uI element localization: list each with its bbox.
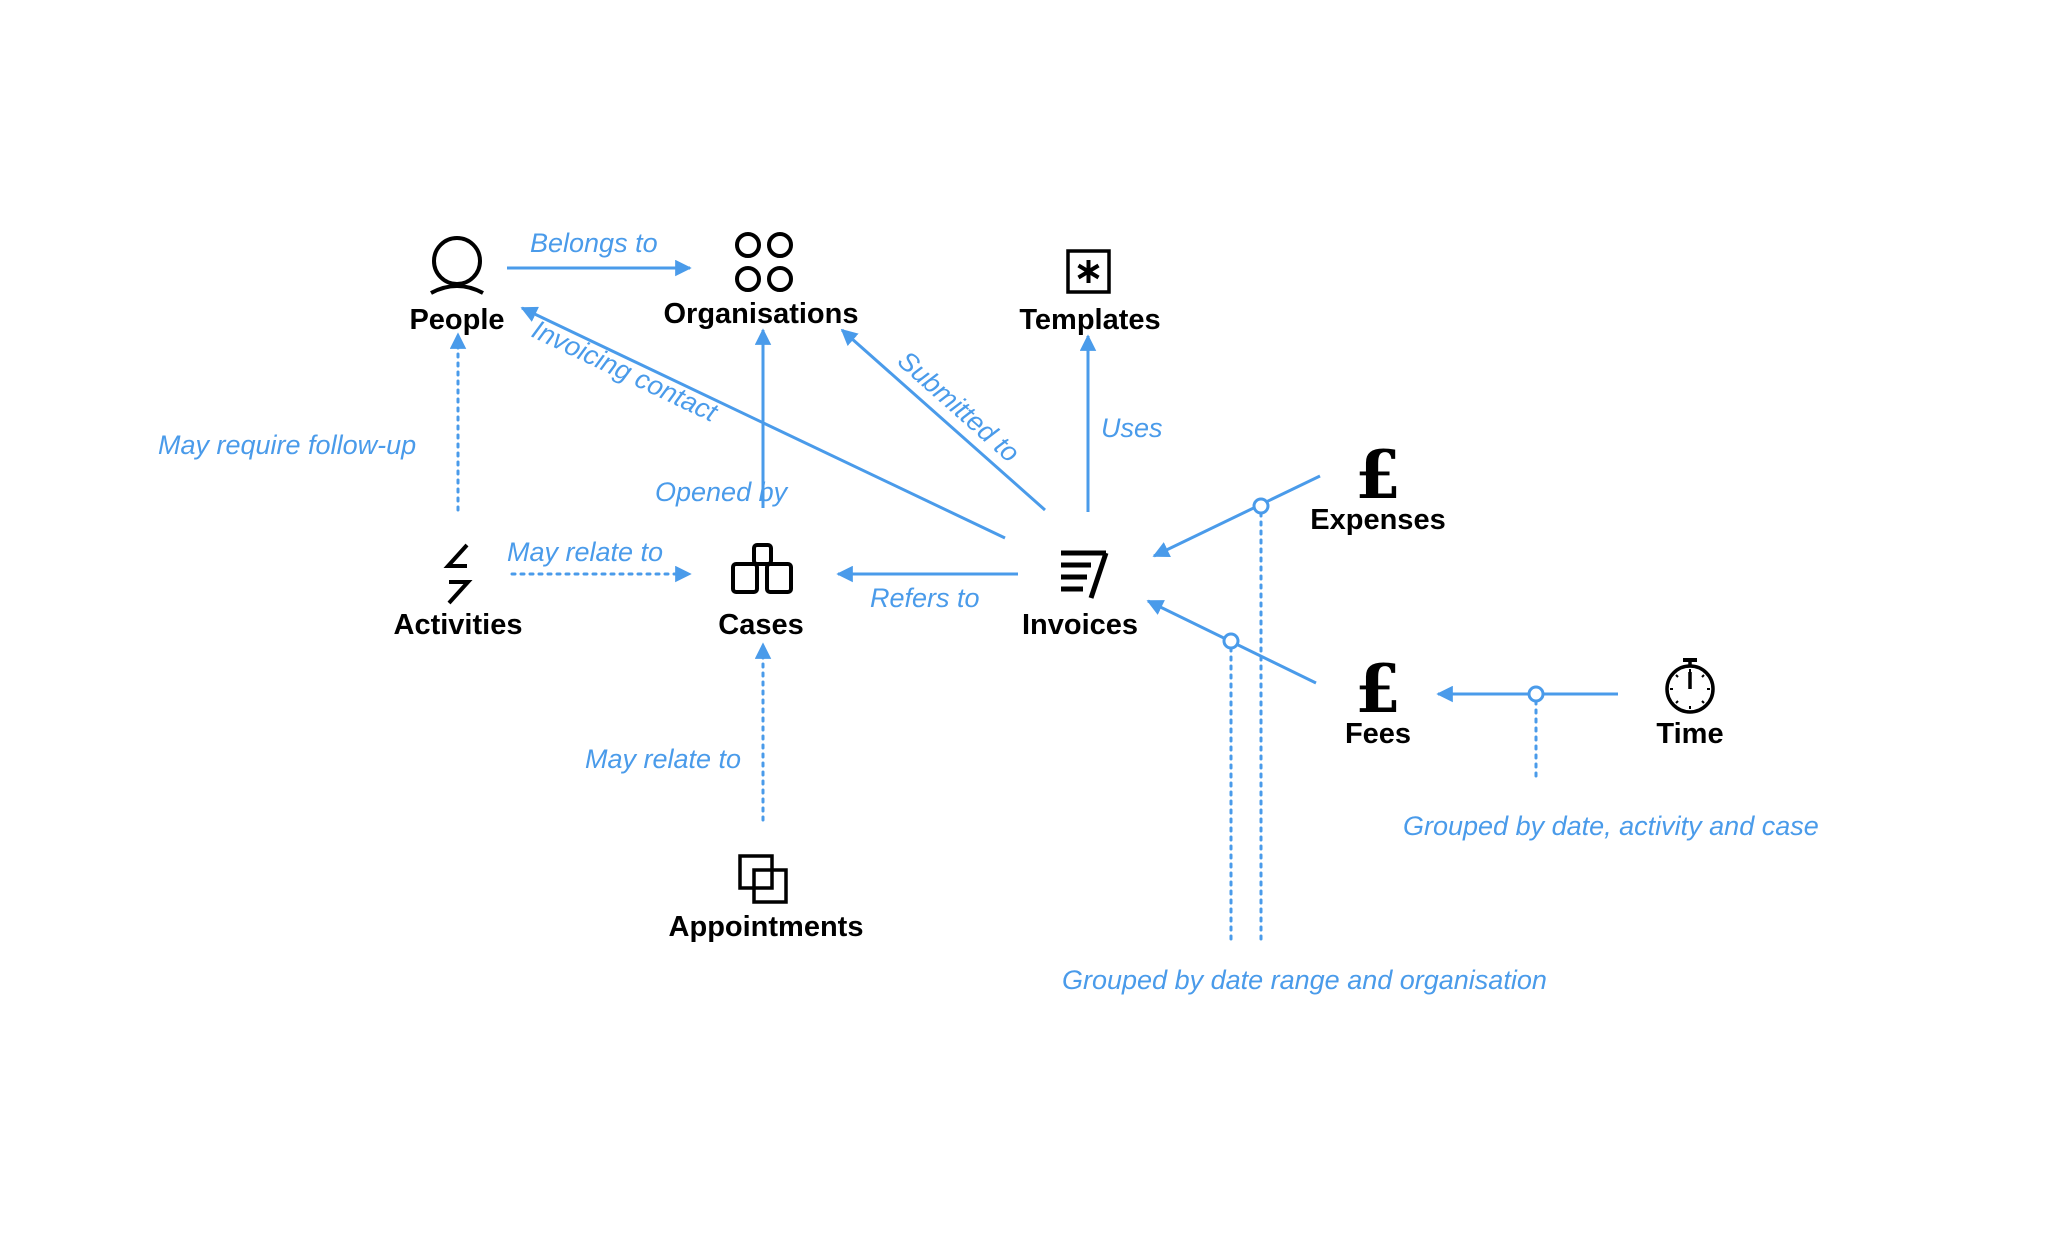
- grouping-junction-time: [1527, 685, 1545, 703]
- person-icon: [430, 236, 484, 295]
- edge-label-may-require-follow-up: May require follow-up: [158, 430, 416, 460]
- edge-label-refers-to: Refers to: [870, 583, 980, 613]
- asterisk-box-icon: [1066, 249, 1111, 294]
- stopwatch-icon: [1665, 658, 1715, 714]
- node-label-cases: Cases: [718, 609, 803, 641]
- four-circles-icon: [735, 232, 793, 292]
- node-label-organisations: Organisations: [664, 298, 859, 330]
- node-cases: Cases: [718, 543, 804, 641]
- edge-submitted-to: [840, 328, 1046, 512]
- stacked-squares-icon: [738, 854, 788, 904]
- node-activities: Activities: [394, 543, 523, 641]
- node-label-invoices: Invoices: [1022, 609, 1138, 641]
- node-label-fees: Fees: [1345, 718, 1411, 750]
- pound-icon: £: [1355, 650, 1401, 728]
- edge-label-invoicing-contact: Invoicing contact: [527, 314, 723, 428]
- node-label-appointments: Appointments: [669, 911, 864, 943]
- node-templates: Templates: [1019, 249, 1161, 336]
- edge-label-may-relate-to-activities: May relate to: [507, 537, 663, 567]
- edges: [449, 259, 1618, 946]
- invoice-lines-icon: [1061, 550, 1109, 599]
- edge-expenses-to-invoices: [1152, 474, 1321, 558]
- node-time: Time: [1656, 658, 1724, 750]
- node-expenses: £ Expenses: [1310, 436, 1445, 536]
- edge-label-opened-by: Opened by: [655, 477, 789, 507]
- blocks-icon: [731, 543, 793, 594]
- grouping-label-fee-time: Grouped by date, activity and case: [1403, 811, 1819, 841]
- edge-label-submitted-to: Submitted to: [892, 345, 1025, 468]
- node-label-activities: Activities: [394, 609, 523, 641]
- grouping-label-invoice-items: Grouped by date range and organisation: [1062, 965, 1547, 995]
- node-people: People: [409, 236, 505, 336]
- edge-label-uses: Uses: [1101, 413, 1163, 443]
- node-label-templates: Templates: [1019, 304, 1160, 336]
- node-fees: £ Fees: [1345, 650, 1411, 750]
- grouping-junction-fees: [1222, 632, 1240, 650]
- node-invoices: Invoices: [1022, 550, 1138, 641]
- node-organisations: Organisations: [664, 232, 859, 330]
- edge-label-belongs-to: Belongs to: [530, 228, 658, 258]
- node-appointments: Appointments: [669, 854, 864, 943]
- node-label-expenses: Expenses: [1310, 504, 1445, 536]
- grouping-junction-expenses: [1252, 497, 1270, 515]
- node-label-people: People: [409, 304, 504, 336]
- lightning-icon: [443, 543, 473, 605]
- edge-label-may-relate-to-appointments: May relate to: [585, 744, 741, 774]
- node-label-time: Time: [1656, 718, 1723, 750]
- pound-icon: £: [1355, 436, 1401, 514]
